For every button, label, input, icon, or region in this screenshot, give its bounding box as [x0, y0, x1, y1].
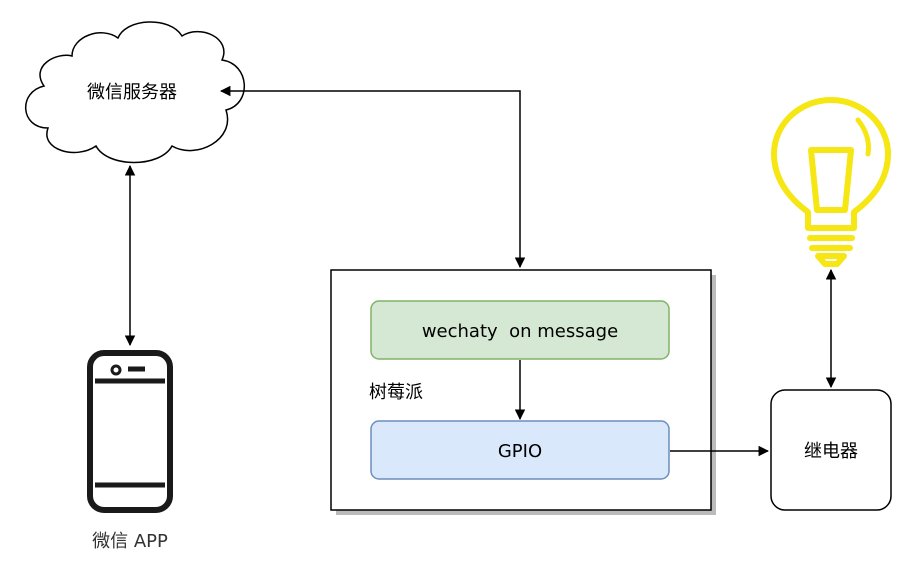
arrow-cloud-raspberry [219, 85, 526, 269]
phone-icon [87, 350, 173, 513]
gpio-node[interactable]: GPIO [370, 420, 670, 480]
on-message-label: wechaty on message [422, 321, 618, 342]
light-bulb-icon [771, 97, 891, 267]
raspberry-pi-label: 树莓派 [369, 382, 423, 403]
gpio-label: GPIO [498, 441, 542, 462]
relay-label: 继电器 [804, 441, 858, 462]
wechat-app-label: 微信 APP [92, 531, 168, 552]
wechat-server-label: 微信服务器 [87, 82, 177, 103]
cloud-shape [25, 21, 245, 164]
relay-node[interactable]: 继电器 [770, 389, 892, 511]
on-message-node[interactable]: wechaty on message [370, 300, 670, 360]
wechat-server-node[interactable]: 微信服务器 [25, 21, 245, 164]
